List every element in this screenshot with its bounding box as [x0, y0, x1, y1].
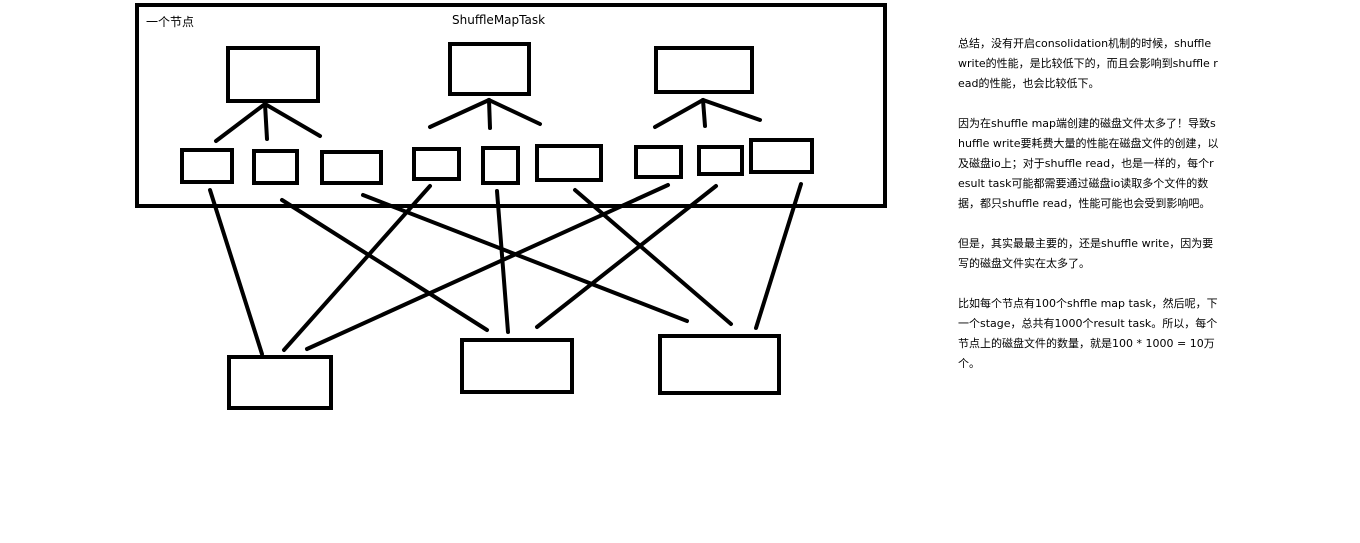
task1-to-file1: [214, 102, 267, 143]
node-label: 一个节点: [146, 15, 194, 29]
read-line-1: [208, 188, 264, 356]
task2-to-file2: [487, 98, 492, 130]
output-file-7: [634, 145, 683, 179]
task2-to-file3: [487, 98, 542, 126]
result-task-box-1: [227, 355, 333, 410]
output-file-4: [412, 147, 461, 181]
task3-to-file3: [701, 98, 762, 122]
node-container: [135, 3, 887, 208]
read-line-6: [573, 188, 733, 326]
task1-to-file2: [263, 102, 269, 141]
summary-notes: 总结，没有开启consolidation机制的时候，shuffle write的…: [958, 34, 1220, 394]
read-line-2: [280, 198, 489, 332]
output-file-2: [252, 149, 299, 185]
read-line-3: [361, 193, 689, 323]
result-task-box-2: [460, 338, 574, 394]
output-file-5: [481, 146, 520, 185]
output-file-8: [697, 145, 744, 176]
task2-to-file1: [428, 98, 491, 129]
output-file-3: [320, 150, 383, 185]
map-task-box-3: [654, 46, 754, 94]
map-task-box-2: [448, 42, 531, 96]
output-file-6: [535, 144, 603, 182]
output-file-9: [749, 138, 814, 174]
output-file-1: [180, 148, 234, 184]
note-paragraph-3: 但是，其实最最主要的，还是shuffle write，因为要写的磁盘文件实在太多…: [958, 237, 1214, 270]
task-label: ShuffleMapTask: [452, 13, 545, 27]
note-paragraph-1: 总结，没有开启consolidation机制的时候，shuffle write的…: [958, 37, 1218, 90]
task1-to-file3: [263, 102, 322, 138]
read-line-8: [535, 184, 718, 329]
task3-to-file2: [701, 98, 707, 128]
map-task-box-1: [226, 46, 320, 103]
read-line-9: [754, 182, 803, 330]
note-paragraph-4: 比如每个节点有100个shffle map task，然后呢，下一个stage，…: [958, 297, 1218, 370]
task3-to-file1: [653, 98, 705, 129]
read-line-4: [282, 184, 432, 352]
result-task-box-3: [658, 334, 781, 395]
note-paragraph-2: 因为在shuffle map端创建的磁盘文件太多了！导致shuffle writ…: [958, 117, 1219, 210]
read-line-7: [305, 183, 670, 351]
